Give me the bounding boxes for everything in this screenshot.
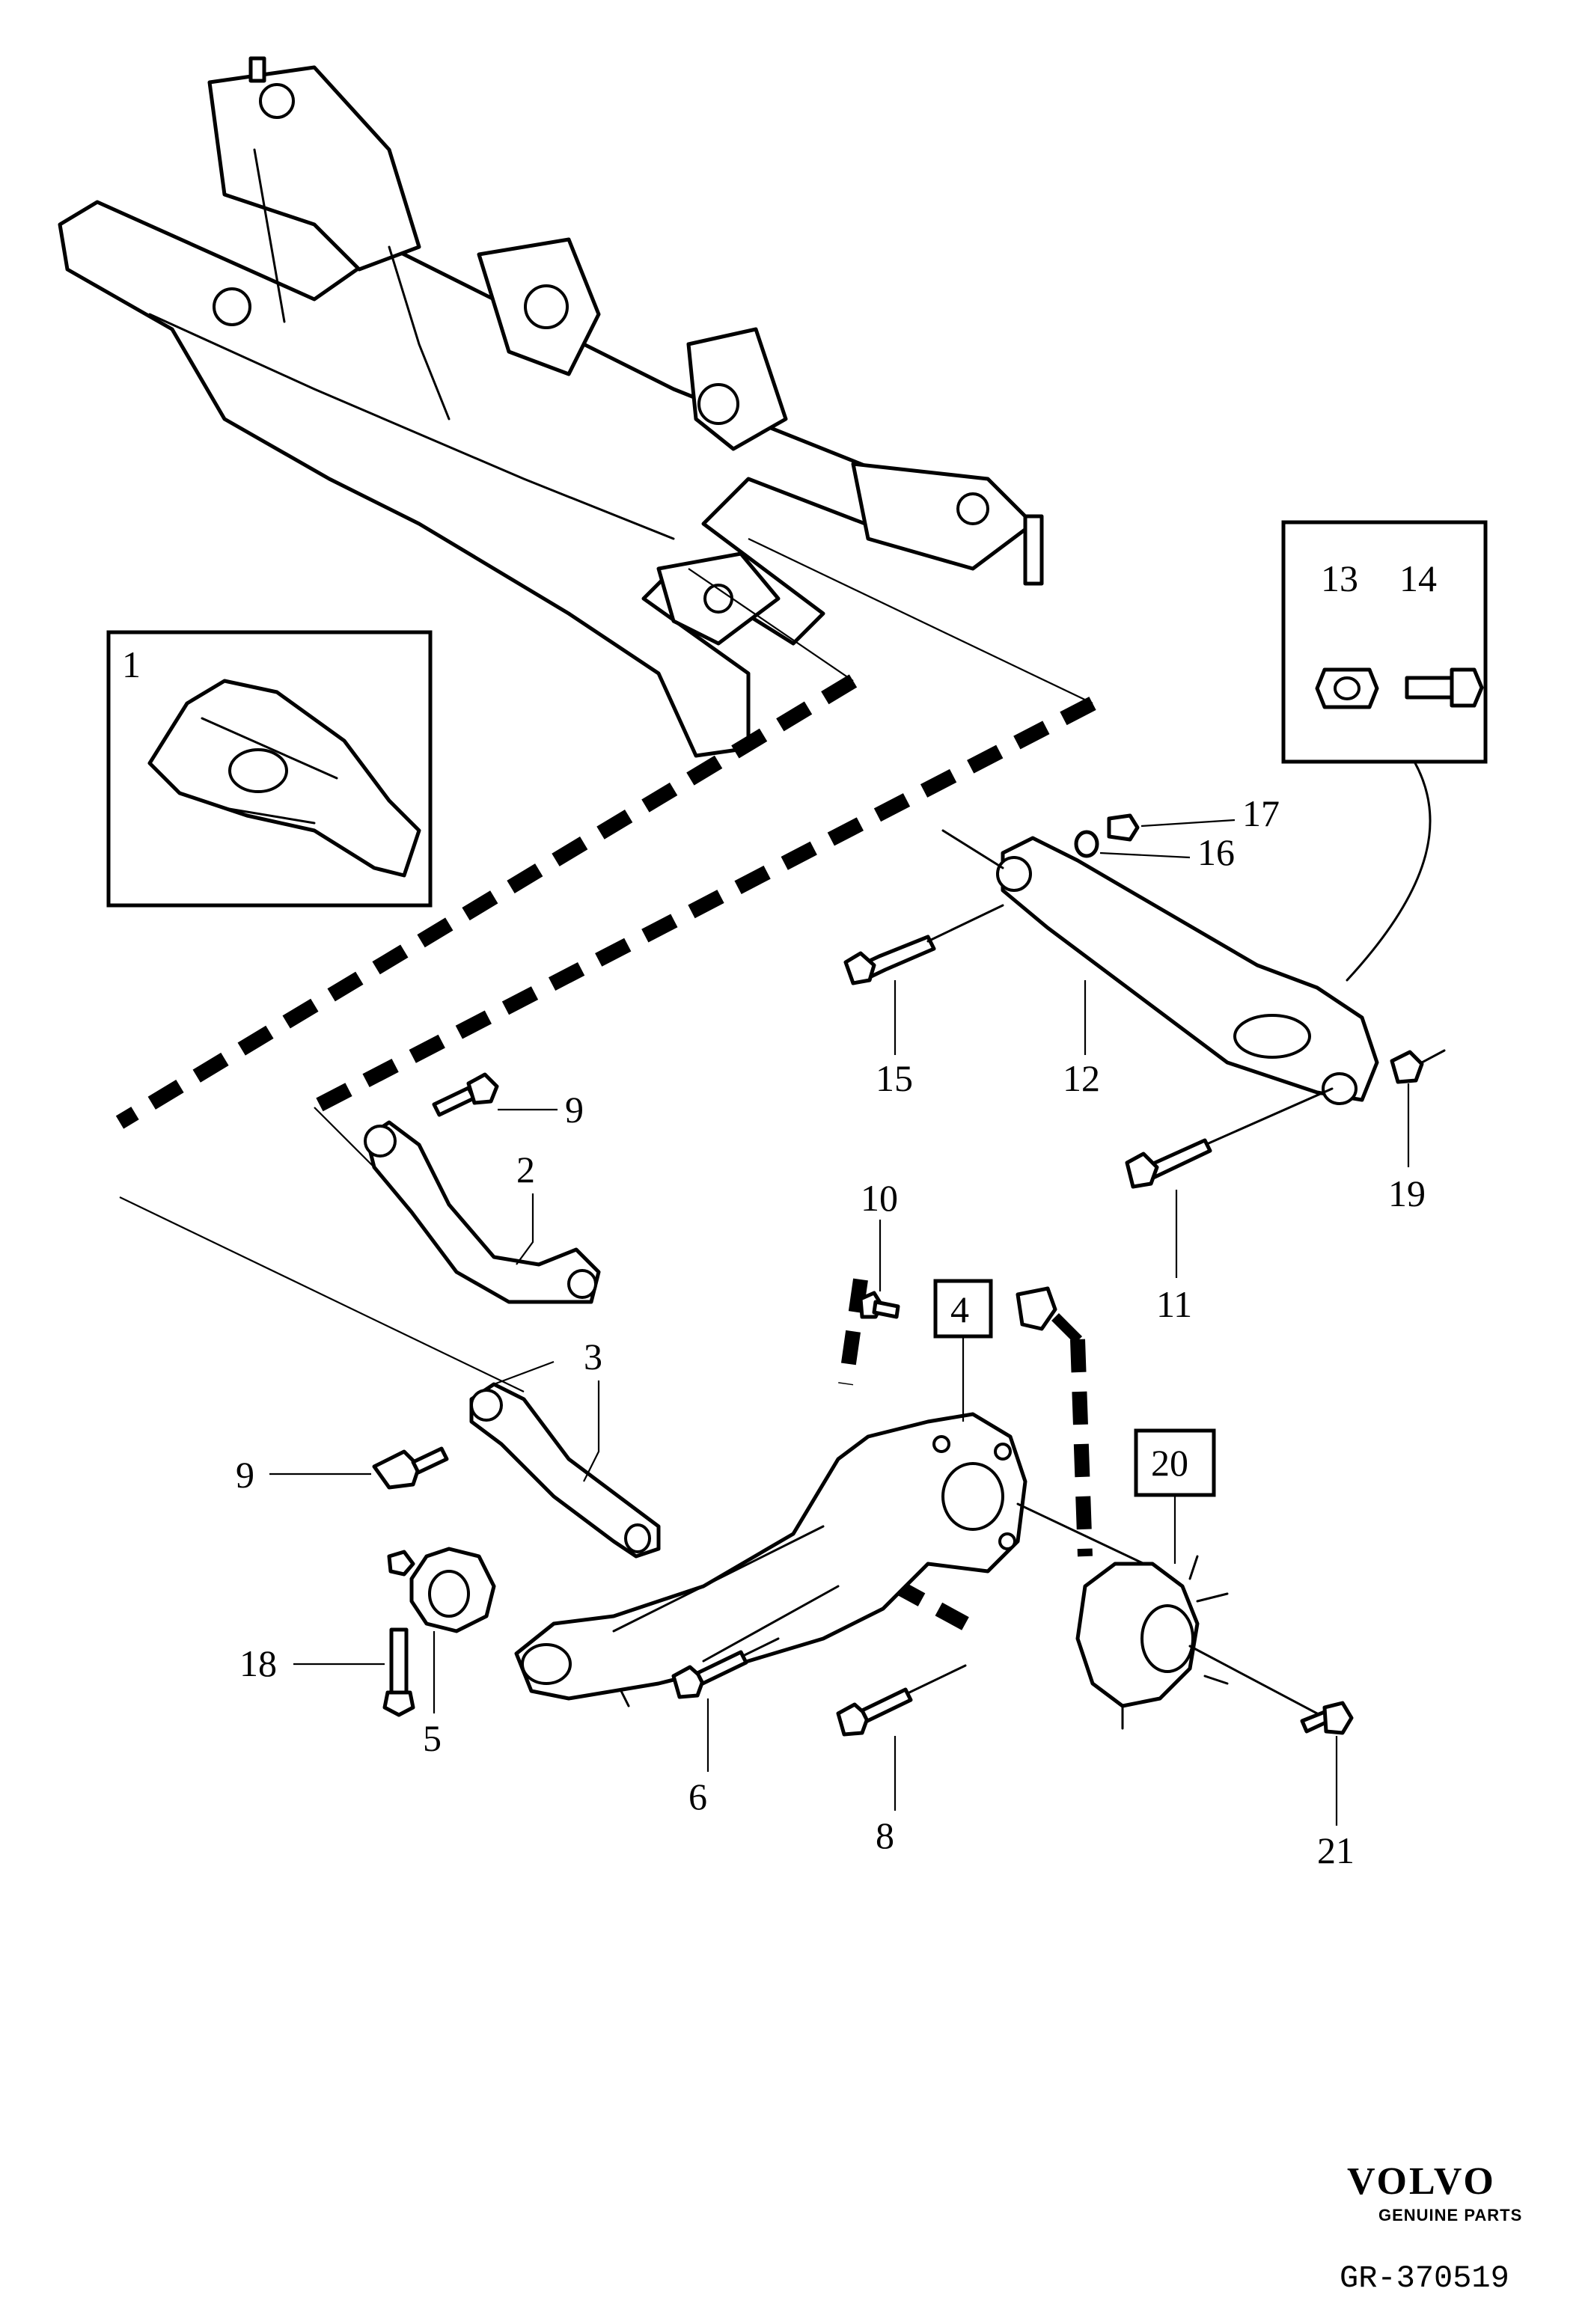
callout-14: 14 xyxy=(1399,557,1437,599)
part-20-wheel-hub xyxy=(1075,1555,1319,1730)
part-16-washer xyxy=(1074,830,1099,858)
part-11-bolt xyxy=(1125,1087,1334,1189)
part-18-bolt xyxy=(382,1627,415,1717)
callout-16: 16 xyxy=(1197,831,1235,873)
callout-11: 11 xyxy=(1156,1283,1192,1325)
part-15-bolt xyxy=(843,904,1004,985)
callout-20-box xyxy=(1134,1428,1216,1497)
part-10-bolt xyxy=(858,1291,900,1319)
part-17-nut xyxy=(1107,813,1140,842)
reference-number: GR-370519 xyxy=(1340,2260,1509,2296)
part-4-knuckle-trailing-arm xyxy=(514,1412,1161,1707)
callout-13: 13 xyxy=(1321,557,1358,599)
callout-9-upper: 9 xyxy=(565,1089,584,1131)
callout-17: 17 xyxy=(1242,792,1280,834)
part-13-flange-nut xyxy=(1315,667,1379,709)
part-9-bolt-lower xyxy=(372,1446,449,1490)
callout-5: 5 xyxy=(423,1717,442,1759)
callout-4-box xyxy=(933,1279,993,1339)
part-12-lower-control-arm xyxy=(941,829,1379,1105)
callout-6: 6 xyxy=(688,1776,707,1817)
callout-21: 21 xyxy=(1317,1829,1355,1871)
callout-1: 1 xyxy=(122,643,141,685)
part-1-box: 1 xyxy=(106,630,433,908)
parts-13-14-box: 13 14 xyxy=(1281,520,1488,982)
part-19-nut xyxy=(1390,1049,1446,1084)
volvo-logo-text: VOLVO xyxy=(1347,2160,1496,2203)
callout-19: 19 xyxy=(1388,1172,1426,1214)
part-21-bolt xyxy=(1300,1701,1354,1735)
callout-10: 10 xyxy=(861,1177,898,1219)
part-8-bolt xyxy=(836,1664,967,1737)
callout-2: 2 xyxy=(516,1149,535,1190)
callout-3: 3 xyxy=(584,1336,602,1377)
callout-20: 20 xyxy=(1151,1442,1188,1484)
callout-12: 12 xyxy=(1063,1057,1100,1099)
part-14-flange-bolt xyxy=(1405,667,1484,708)
abs-sensor-clip xyxy=(1016,1286,1057,1331)
part-3-lower-link xyxy=(469,1382,661,1559)
callout-8: 8 xyxy=(876,1814,894,1856)
part-2-upper-arm xyxy=(364,1120,601,1304)
callout-15: 15 xyxy=(876,1057,913,1099)
part-5-bushing xyxy=(387,1547,496,1633)
rear-subframe xyxy=(58,56,1044,758)
genuine-parts-text: GENUINE PARTS xyxy=(1378,2206,1522,2224)
callout-4: 4 xyxy=(950,1288,969,1330)
callout-18: 18 xyxy=(239,1642,277,1684)
callout-9-lower: 9 xyxy=(236,1454,254,1496)
part-9-bolt-upper xyxy=(432,1072,499,1117)
part-6-bolt xyxy=(671,1637,780,1699)
